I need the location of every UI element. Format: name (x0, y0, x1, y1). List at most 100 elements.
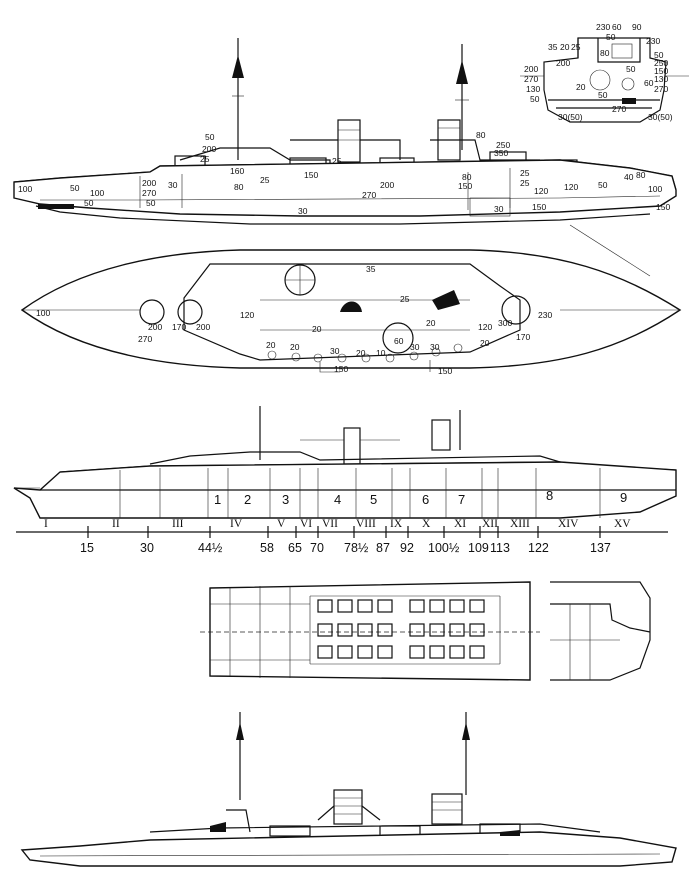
frame-number: 87 (376, 541, 390, 555)
section-armor-label: 200 (556, 58, 570, 68)
deck-armor-label: 30 (330, 346, 340, 356)
zone-numeral: III (172, 518, 184, 530)
zone-numeral: VI (300, 518, 312, 530)
zone-numeral: II (112, 518, 120, 530)
section-armor-label: 230 (596, 22, 610, 32)
side-armor-label: 150 (656, 202, 670, 212)
side-armor-label: 25 (520, 168, 530, 178)
deck-armor-label: 300 (498, 318, 512, 328)
compartment-number: 2 (244, 492, 251, 507)
compartment-number: 6 (422, 492, 429, 507)
frame-number: 92 (400, 541, 414, 555)
side-armor-label: 100 (18, 184, 32, 194)
frame-number: 109 (468, 541, 489, 555)
turret-b (177, 299, 203, 325)
side-armor-label: 150 (532, 202, 546, 212)
section-armor-label: 270 (612, 104, 626, 114)
zone-numeral: I (44, 518, 48, 530)
section-armor-label: 30(50) (558, 112, 583, 122)
side-armor-label: 100 (648, 184, 662, 194)
deck-armor-label: 20 (290, 342, 300, 352)
zone-numeral: XV (614, 518, 631, 530)
zone-numeral: X (422, 518, 431, 530)
section-armor-label: 50 (606, 32, 616, 42)
side-armor-label: 30 (494, 204, 504, 214)
fore-funnel (337, 119, 361, 163)
side-armor-label: 25 (200, 154, 210, 164)
zone-numeral: XI (454, 518, 466, 530)
frame-number: 58 (260, 541, 274, 555)
turret-e (501, 295, 531, 325)
frame-number: 122 (528, 541, 549, 555)
bottom-profile-hull (20, 831, 677, 867)
compartment-number: 5 (370, 492, 377, 507)
section-armor-label: 90 (632, 22, 642, 32)
section-armor-label: 270 (654, 84, 668, 94)
deck-armor-label: 20 (356, 348, 366, 358)
side-armor-label: 25 (332, 156, 342, 166)
deck-armor-label: 200 (196, 322, 210, 332)
deck-armor-label: 270 (138, 334, 152, 344)
main-mast (455, 44, 469, 150)
fore-mast (232, 38, 244, 160)
deck-armor-label: 30 (410, 342, 420, 352)
side-armor-label: 120 (534, 186, 548, 196)
side-armor-label: 50 (598, 180, 608, 190)
bottom-funnel (333, 789, 363, 825)
side-armor-label: 270 (362, 190, 376, 200)
bottom-profile (20, 712, 677, 867)
compartment-number: 8 (546, 488, 553, 503)
side-armor-label: 150 (304, 170, 318, 180)
side-armor-label: 50 (70, 183, 80, 193)
side-armor-label: 50 (84, 198, 94, 208)
side-armor-label: 350 (494, 148, 508, 158)
frame-number: 65 (288, 541, 302, 555)
cross-section: 230 60 90 35 20 25 50 230 80 200 270 130… (520, 22, 689, 123)
deck-armor-label: 20 (426, 318, 436, 328)
section-armor-label: 130 (654, 74, 668, 84)
deck-armor-label: 150 (438, 366, 452, 376)
side-armor-label: 200 (202, 144, 216, 154)
side-profile-hull (13, 159, 677, 217)
deck-armor-label: 150 (334, 364, 348, 374)
turret-d (382, 322, 414, 354)
deck-armor-label: 200 (148, 322, 162, 332)
side-armor-label: 30 (168, 180, 178, 190)
deck-armor-label: 120 (478, 322, 492, 332)
side-armor-label: 80 (476, 130, 486, 140)
turret-a (139, 299, 165, 325)
deck-armor-label: 20 (312, 324, 322, 334)
zone-numeral: XII (482, 518, 498, 530)
section-armor-label: 35 (548, 42, 558, 52)
section-armor-label: 250 (654, 58, 668, 68)
section-armor-label: 60 (644, 78, 654, 88)
side-armor-label: 160 (230, 166, 244, 176)
section-armor-label: 50 (530, 94, 540, 104)
zone-numeral: XIV (558, 518, 579, 530)
section-armor-label: 150 (654, 66, 668, 76)
deck-plan: 35 25 100 200 170 200 270 120 20 20 60 3… (20, 249, 682, 376)
frame-number: 100½ (428, 541, 460, 555)
side-armor-label: 50 (146, 198, 156, 208)
side-armor-label: 50 (205, 132, 215, 142)
side-armor-label: 30 (298, 206, 308, 216)
deck-armor-label: 20 (480, 338, 490, 348)
side-armor-label: 40 (624, 172, 634, 182)
deck-armor-label: 35 (366, 264, 376, 274)
deck-armor-label: 230 (538, 310, 552, 320)
section-armor-label: 50 (654, 50, 664, 60)
section-armor-label: 80 (600, 48, 610, 58)
deck-armor-label: 100 (36, 308, 50, 318)
deck-layout-plan (200, 581, 540, 681)
side-armor-label: 250 (496, 140, 510, 150)
section-armor-label: 50 (598, 90, 608, 100)
zone-numeral: IX (390, 518, 403, 530)
section-armor-label: 200 (524, 64, 538, 74)
deck-armor-label: 60 (394, 336, 404, 346)
frame-ticks (87, 526, 601, 538)
section-armor-label: 130 (526, 84, 540, 94)
frame-number: 137 (590, 541, 611, 555)
zone-numeral: VIII (356, 518, 376, 530)
section-armor-label: 20 (576, 82, 586, 92)
